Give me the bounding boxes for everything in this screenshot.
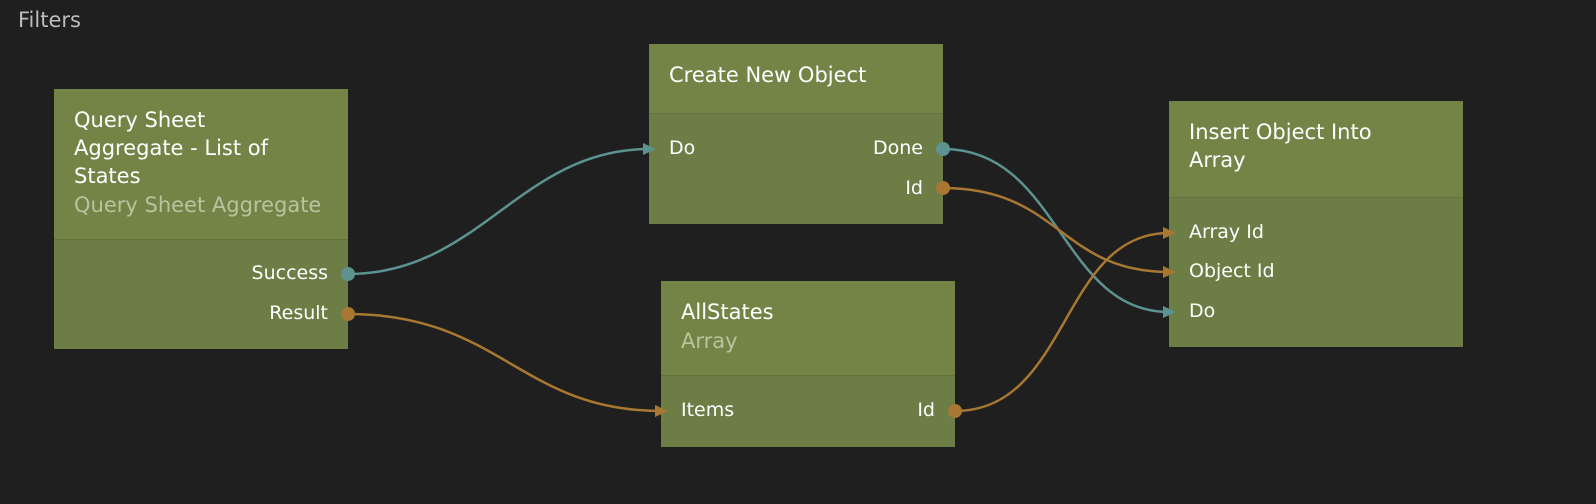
node-subtitle: Array	[681, 329, 738, 353]
node-title: Query Sheet Aggregate - List of States	[74, 108, 269, 188]
port-label-do: Do	[1189, 300, 1216, 322]
node-allstates[interactable]: AllStates Array Items Id	[661, 281, 955, 447]
panel-title: Filters	[18, 8, 81, 32]
wire-result-to-items[interactable]	[347, 312, 662, 413]
wire-success-to-do[interactable]	[347, 147, 650, 276]
port-label-do: Do	[669, 137, 696, 159]
wire-allstates-id-to-array-id[interactable]	[954, 231, 1170, 413]
wire-done-to-insert-do[interactable]	[942, 147, 1170, 314]
port-label-done: Done	[873, 137, 923, 159]
node-header: AllStates Array	[661, 281, 955, 376]
port-label-object-id: Object Id	[1189, 260, 1275, 282]
node-header: Query Sheet Aggregate - List of States Q…	[54, 89, 348, 240]
node-header: Insert Object Into Array	[1169, 101, 1463, 198]
wire-id-to-object-id[interactable]	[942, 186, 1170, 274]
port-label-array-id: Array Id	[1189, 221, 1264, 243]
port-label-id: Id	[917, 399, 935, 421]
node-subtitle: Query Sheet Aggregate	[74, 193, 322, 217]
port-label-result: Result	[269, 302, 328, 324]
port-label-items: Items	[681, 399, 735, 421]
node-create-new-object[interactable]: Create New Object Do Done Id	[649, 44, 943, 224]
port-label-success: Success	[251, 262, 328, 284]
node-title: AllStates	[681, 300, 774, 324]
node-insert-object-into-array[interactable]: Insert Object Into Array Array Id Object…	[1169, 101, 1463, 347]
node-header: Create New Object	[649, 44, 943, 114]
node-title: Create New Object	[669, 63, 867, 87]
node-query-sheet-aggregate[interactable]: Query Sheet Aggregate - List of States Q…	[54, 89, 348, 349]
node-title: Insert Object Into Array	[1189, 120, 1372, 172]
port-label-id: Id	[905, 177, 923, 199]
